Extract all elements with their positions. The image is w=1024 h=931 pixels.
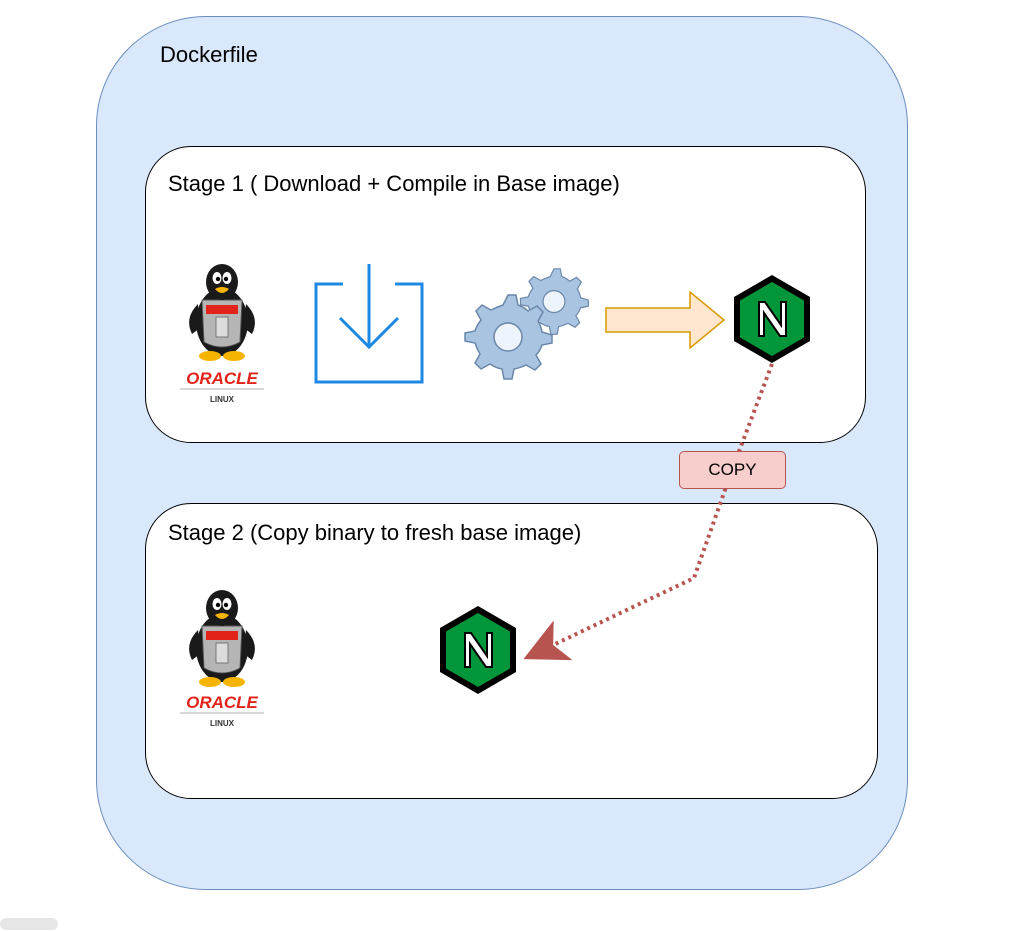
- copy-label: COPY: [679, 451, 786, 489]
- gears-icon: [464, 268, 589, 380]
- horizontal-scrollbar[interactable]: [0, 918, 58, 930]
- stage-2-title: Stage 2 (Copy binary to fresh base image…: [168, 520, 582, 545]
- dockerfile-title: Dockerfile: [160, 42, 258, 67]
- linux-wordmark: LINUX: [210, 395, 235, 404]
- oracle-linux-tux-icon: ORACLE LINUX: [180, 263, 264, 404]
- oracle-wordmark: ORACLE: [186, 693, 258, 712]
- arrow-right-icon: [605, 290, 726, 350]
- linux-wordmark: LINUX: [210, 719, 235, 728]
- nginx-icon: [439, 605, 517, 695]
- nginx-icon: [733, 274, 811, 364]
- stage-1-title: Stage 1 ( Download + Compile in Base ima…: [168, 171, 620, 196]
- oracle-wordmark: ORACLE: [186, 369, 258, 388]
- oracle-linux-tux-icon: ORACLE LINUX: [180, 589, 264, 728]
- download-icon: [314, 264, 424, 384]
- copy-connector: [523, 363, 774, 661]
